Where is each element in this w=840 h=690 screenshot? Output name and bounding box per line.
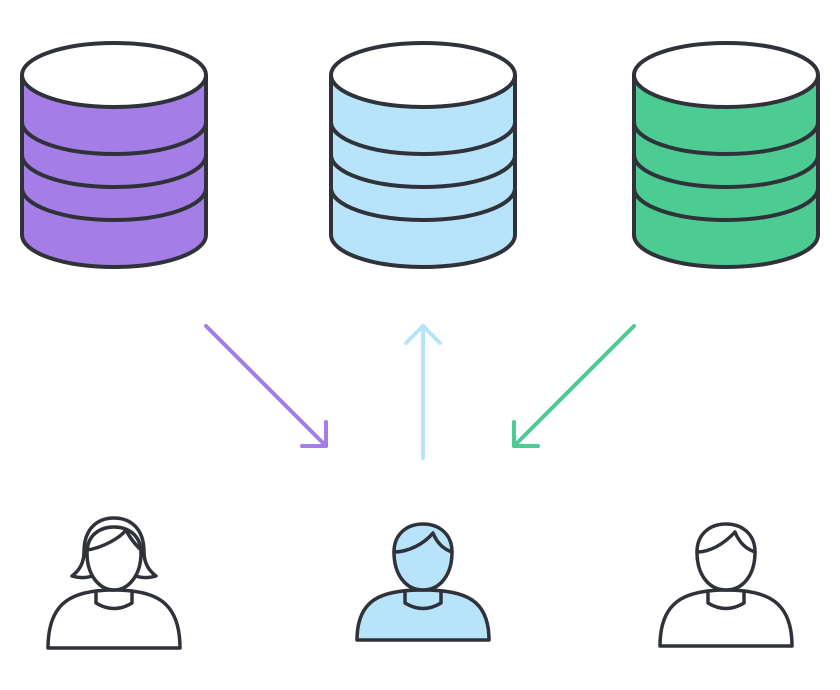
users-group — [46, 516, 794, 650]
user-center-icon — [355, 522, 491, 642]
arrow-blue-up-icon — [404, 324, 442, 460]
user-right-icon — [658, 522, 794, 648]
arrow-purple-down-icon — [204, 324, 328, 448]
arrows-group — [204, 324, 636, 460]
arrow-green-down-icon — [512, 324, 636, 448]
database-purple-icon — [20, 41, 208, 269]
databases-group — [20, 41, 820, 269]
database-green-icon — [632, 41, 820, 269]
user-left-icon — [46, 516, 182, 650]
database-blue-icon — [329, 41, 517, 269]
